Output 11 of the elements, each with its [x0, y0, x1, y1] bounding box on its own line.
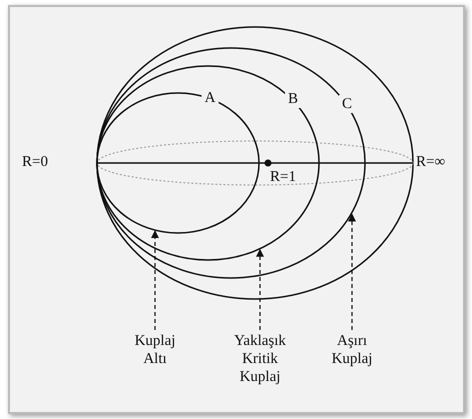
circle-label: C	[339, 94, 355, 113]
resistance-label: R=1	[270, 168, 296, 186]
leader-arrow	[151, 230, 159, 330]
coupling-annotation: Kuplaj Altı	[134, 332, 176, 368]
resistance-label: R=∞	[416, 153, 446, 171]
leader-arrow	[256, 248, 264, 330]
coupling-annotation: Yaklaşık Kritik Kuplaj	[233, 332, 287, 386]
coupling-annotation: Aşırı Kuplaj	[330, 332, 374, 368]
circle-label: B	[285, 90, 301, 108]
resistance-label: R=0	[22, 153, 48, 171]
leader-arrow	[348, 213, 356, 330]
